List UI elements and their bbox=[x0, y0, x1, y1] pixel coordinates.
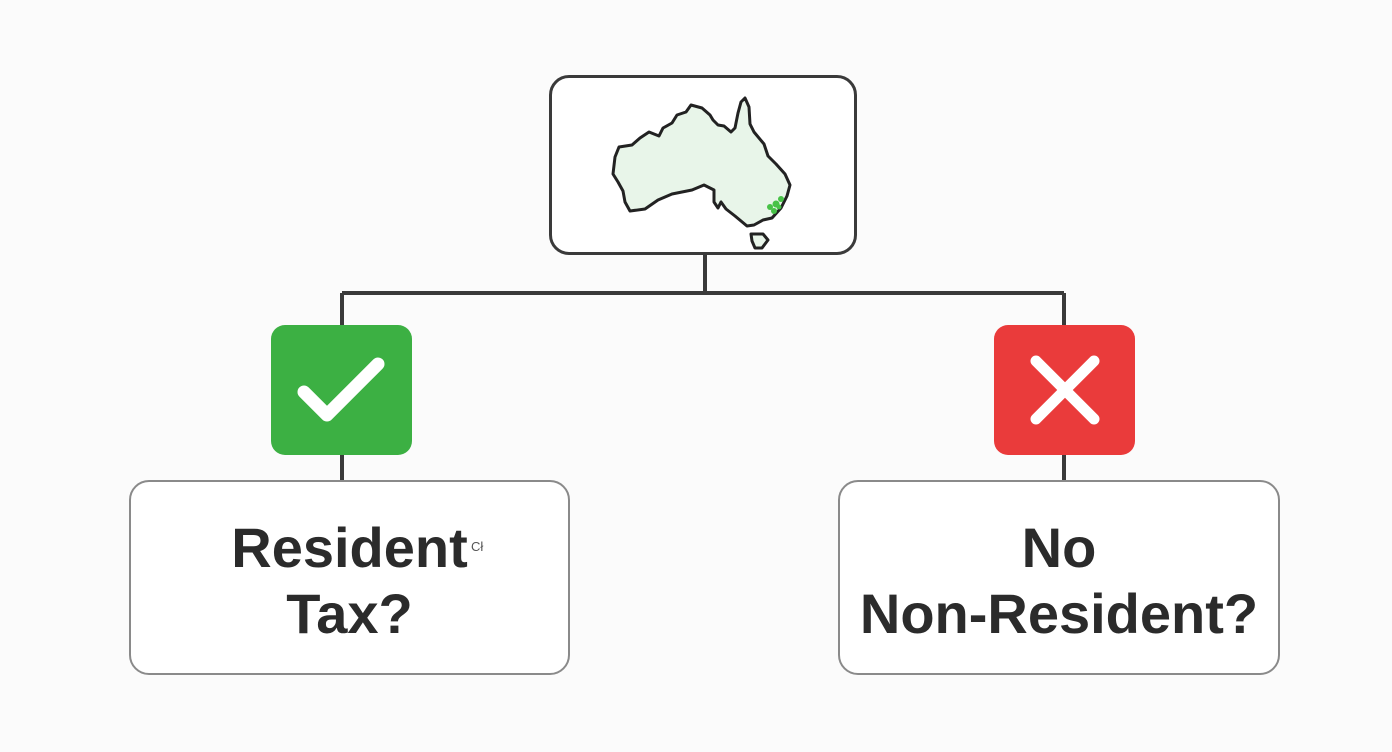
resident-tax-box: Resident Cł Tax? bbox=[129, 480, 570, 675]
map-highlight-dot bbox=[767, 204, 773, 210]
australia-map-box bbox=[549, 75, 857, 255]
resident-no-tile bbox=[994, 325, 1135, 455]
stray-mark-text: Cł bbox=[471, 539, 484, 554]
map-highlight-dot bbox=[776, 204, 782, 210]
resident-yes-tile bbox=[271, 325, 412, 455]
australia-mainland bbox=[611, 96, 792, 228]
map-highlight-dot bbox=[771, 208, 777, 214]
tax-question-label: Tax? bbox=[286, 582, 413, 645]
cross-icon bbox=[1030, 355, 1100, 425]
non-resident-box: No Non-Resident? bbox=[838, 480, 1280, 675]
map-highlight-dot bbox=[778, 196, 784, 202]
checkmark-icon bbox=[297, 357, 385, 422]
australia-map-icon bbox=[611, 96, 792, 250]
no-label: No bbox=[1021, 516, 1097, 579]
resident-label: Resident bbox=[231, 516, 468, 579]
non-resident-question-label: Non-Resident? bbox=[859, 582, 1259, 645]
tasmania bbox=[749, 232, 770, 250]
